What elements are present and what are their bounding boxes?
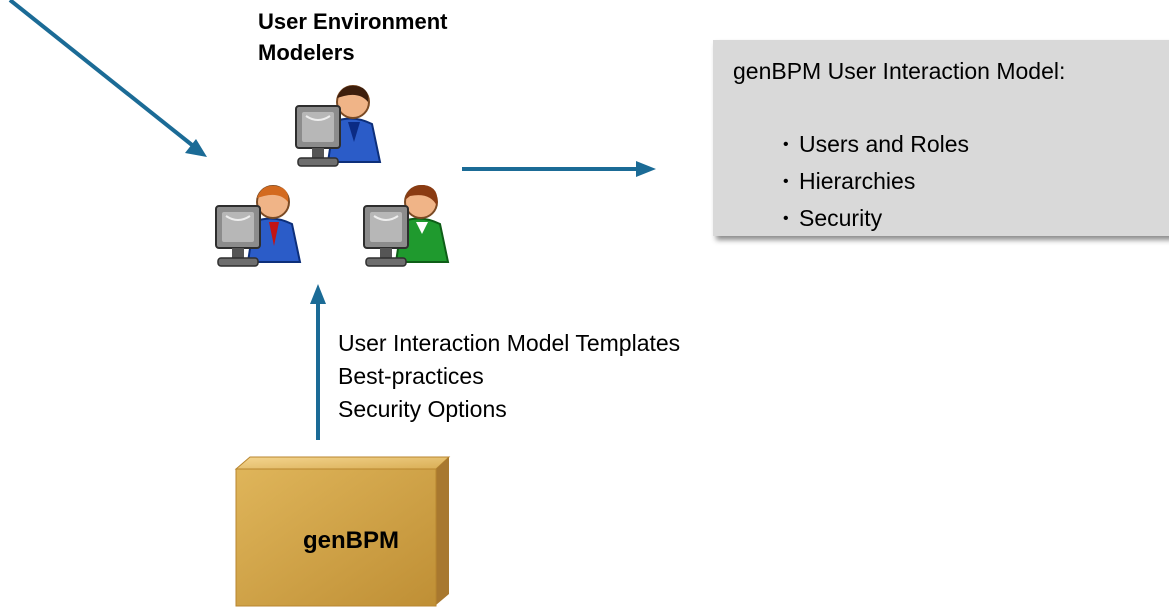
resource-line: User Interaction Model Templates bbox=[338, 330, 681, 356]
resource-line: Security Options bbox=[338, 396, 507, 422]
output-arrow bbox=[462, 161, 656, 177]
user-at-computer-icon bbox=[295, 85, 382, 167]
modelers-title: User Environment Modelers bbox=[258, 6, 558, 68]
list-item: Security bbox=[783, 200, 969, 237]
upward-arrow bbox=[310, 284, 326, 440]
modelers-title-line2: Modelers bbox=[258, 40, 355, 65]
resources-label: User Interaction Model Templates Best-pr… bbox=[338, 327, 680, 426]
interaction-model-list: Users and Roles Hierarchies Security bbox=[783, 126, 969, 237]
list-item-label: Hierarchies bbox=[799, 168, 916, 194]
list-item: Users and Roles bbox=[783, 126, 969, 163]
list-item-label: Security bbox=[799, 205, 883, 231]
list-item-label: Users and Roles bbox=[799, 131, 970, 157]
genbpm-label: genBPM bbox=[303, 527, 399, 554]
incoming-arrow bbox=[8, 0, 207, 157]
user-at-computer-icon bbox=[363, 184, 450, 267]
user-at-computer-icon bbox=[215, 185, 302, 267]
interaction-model-title: genBPM User Interaction Model: bbox=[733, 58, 1066, 84]
interaction-model-box: genBPM User Interaction Model: Users and… bbox=[713, 40, 1169, 236]
modelers-title-line1: User Environment bbox=[258, 9, 448, 34]
genbpm-crate bbox=[234, 456, 451, 607]
list-item: Hierarchies bbox=[783, 163, 969, 200]
resource-line: Best-practices bbox=[338, 363, 484, 389]
